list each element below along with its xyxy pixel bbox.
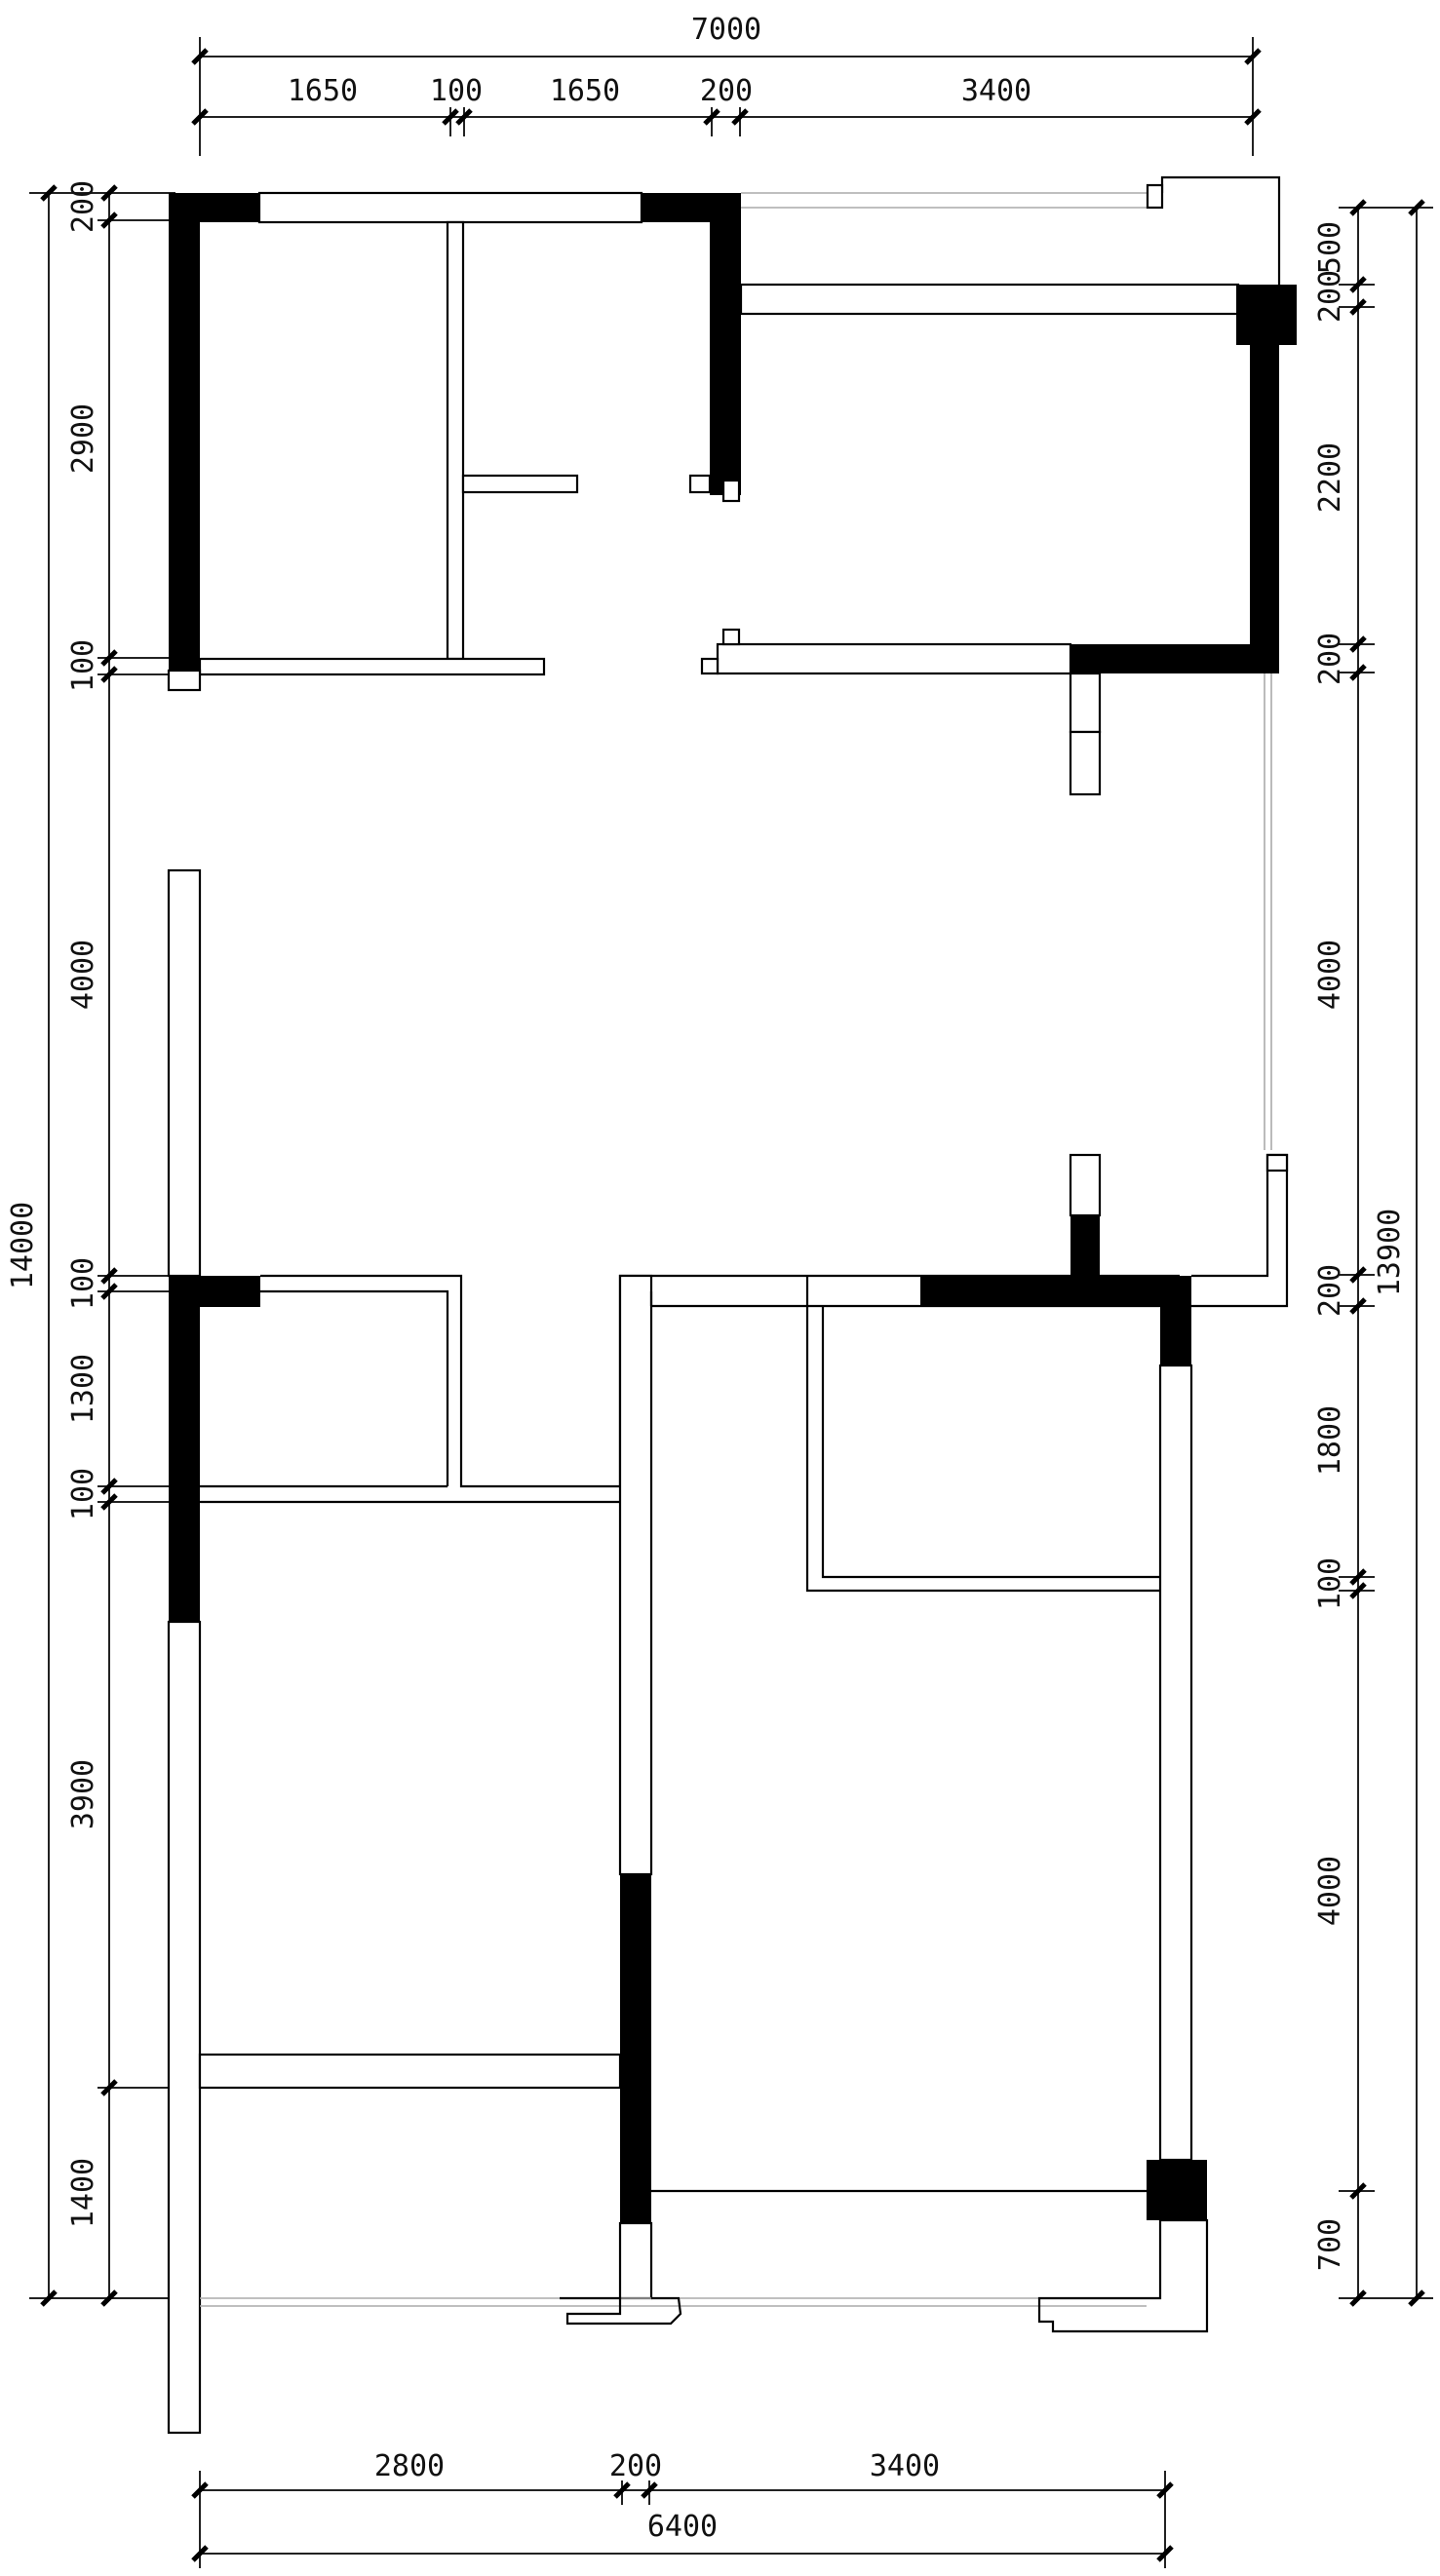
wall-segment — [1158, 1364, 1193, 2162]
column — [1236, 285, 1297, 345]
right-segment-label: 200 — [1313, 270, 1347, 323]
wall-segment — [169, 1276, 200, 1622]
partition-wall — [198, 657, 546, 676]
wall-segment — [920, 1276, 1160, 1307]
left-segment-label: 3900 — [66, 1759, 100, 1829]
wall-segment — [167, 1620, 202, 2435]
partition-wall — [198, 2053, 622, 2090]
top-segment-label: 100 — [430, 74, 483, 108]
top-segment-label: 1650 — [550, 74, 620, 108]
left-segment-label: 2900 — [66, 404, 100, 474]
left-total-label: 14000 — [6, 1202, 40, 1289]
balcony-window — [739, 283, 1240, 316]
right-segment-label: 700 — [1313, 2218, 1347, 2271]
partition-wall — [446, 220, 465, 661]
left-segment-label: 100 — [66, 1257, 100, 1310]
wall-segment — [620, 1874, 651, 2223]
wall-segment — [1070, 1215, 1100, 1276]
left-segment-label: 100 — [66, 639, 100, 692]
wall-segment — [710, 193, 741, 495]
bottom-segment-label: 200 — [609, 2449, 662, 2483]
wall-segment — [1250, 345, 1279, 673]
south-rooms — [198, 1153, 1289, 2333]
right-total-label: 13900 — [1373, 1209, 1407, 1296]
bottom-segment-label: 2800 — [374, 2449, 445, 2483]
north-window — [257, 191, 643, 224]
top-total-label: 7000 — [691, 13, 761, 47]
right-segment-label: 2200 — [1313, 442, 1347, 513]
right-segment-label: 1800 — [1313, 1405, 1347, 1476]
wall-segment — [200, 1276, 260, 1307]
north-rooms — [167, 175, 1297, 1150]
right-dimension-chain: 500 200 2200 200 4000 200 1800 100 4000 … — [1313, 199, 1433, 2307]
right-segment-label: 200 — [1313, 633, 1347, 685]
right-segment-label: 100 — [1313, 1557, 1347, 1610]
bottom-dimension-chain: 2800 200 3400 6400 — [191, 2449, 1174, 2568]
left-segment-label: 4000 — [66, 940, 100, 1010]
top-segment-label: 1650 — [288, 74, 358, 108]
wall-segment — [1160, 1276, 1191, 1365]
left-segment-label: 1400 — [66, 2158, 100, 2228]
partition-wall — [461, 474, 579, 494]
bottom-segment-label: 3400 — [870, 2449, 940, 2483]
partition-wall — [618, 1274, 653, 1876]
wall-segment — [169, 193, 200, 671]
left-dimension-chain: 14000 200 2900 100 4000 100 1300 100 390… — [6, 180, 175, 2307]
right-segment-label: 4000 — [1313, 940, 1347, 1010]
top-dimension-chain: 7000 1650 100 1650 200 3400 — [191, 13, 1262, 156]
left-segment-label: 1300 — [66, 1354, 100, 1424]
right-segment-label: 500 — [1313, 221, 1347, 274]
top-segment-label: 200 — [700, 74, 753, 108]
west-wall — [167, 868, 202, 2435]
left-segment-label: 100 — [66, 1468, 100, 1520]
right-segment-label: 4000 — [1313, 1856, 1347, 1926]
top-segment-label: 3400 — [961, 74, 1031, 108]
column — [1147, 2160, 1207, 2220]
wall-segment — [1070, 644, 1279, 673]
left-segment-label: 200 — [66, 180, 100, 233]
bottom-total-label: 6400 — [647, 2510, 718, 2544]
partition-wall — [716, 642, 1072, 675]
wall-segment — [167, 868, 202, 1278]
right-segment-label: 200 — [1313, 1264, 1347, 1317]
